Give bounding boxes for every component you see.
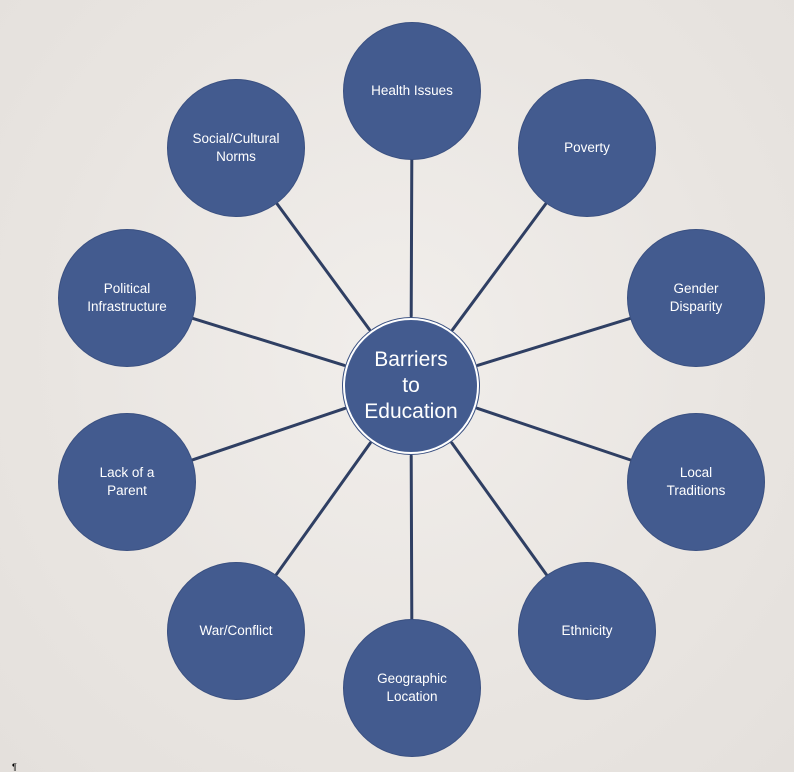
node-gender-disparity: Gender Disparity (627, 229, 765, 367)
connector-health-issues (409, 158, 414, 318)
connector-poverty (451, 202, 548, 332)
node-lack-of-a-parent: Lack of a Parent (58, 413, 196, 551)
node-political-infrastructure: Political Infrastructure (58, 229, 196, 367)
node-ethnicity: Ethnicity (518, 562, 656, 700)
node-local-traditions: Local Traditions (627, 413, 765, 551)
node-health-issues: Health Issues (343, 22, 481, 160)
connector-lack-of-a-parent (190, 406, 347, 462)
center-node-barriers-to-education: Barriers to Education (343, 318, 479, 454)
node-geographic-location: Geographic Location (343, 619, 481, 757)
connector-geographic-location (409, 454, 414, 621)
paragraph-mark: ¶ (12, 762, 17, 772)
connector-social-cultural-norms (275, 202, 371, 332)
node-poverty: Poverty (518, 79, 656, 217)
connector-local-traditions (475, 406, 633, 462)
connector-gender-disparity (476, 316, 632, 367)
connector-political-infrastructure (191, 316, 346, 367)
connector-ethnicity (450, 441, 549, 577)
connector-war-conflict (274, 441, 372, 577)
node-social-cultural-norms: Social/Cultural Norms (167, 79, 305, 217)
node-war-conflict: War/Conflict (167, 562, 305, 700)
